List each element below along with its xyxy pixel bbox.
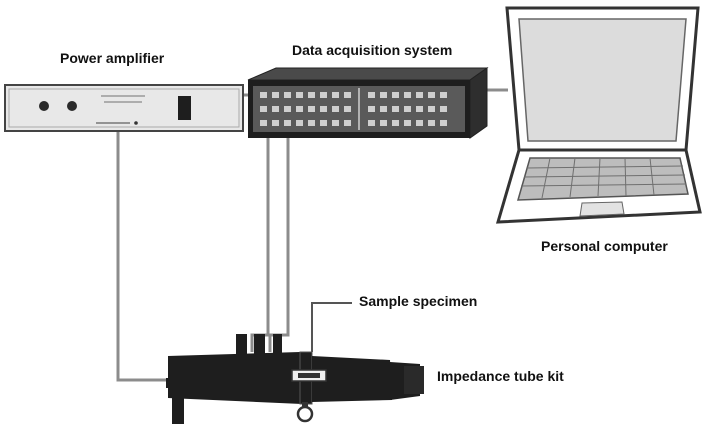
cable-amp-to-tube: [116, 132, 170, 382]
laptop-keyboard: [516, 157, 689, 201]
personal-computer-label: Personal computer: [541, 238, 668, 254]
daq-connector-panel: [260, 92, 447, 126]
data-acquisition-label: Data acquisition system: [292, 42, 453, 58]
sample-specimen-label: Sample specimen: [359, 293, 478, 309]
cable-daq-to-tube-2: [268, 136, 290, 352]
amp-knob-right-icon: [67, 101, 77, 111]
laptop-screen: [518, 18, 687, 142]
data-acquisition-device: [247, 67, 489, 139]
tube-adjuster-knob-icon: [296, 405, 314, 423]
amp-power-switch: [178, 96, 191, 120]
laptop-touchpad: [579, 201, 625, 217]
power-amplifier: [4, 84, 244, 132]
laptop-computer: [495, 6, 702, 224]
leader-sample-specimen: [311, 302, 352, 352]
amp-knob-left-icon: [39, 101, 49, 111]
power-amplifier-label: Power amplifier: [60, 50, 165, 66]
cable-daq-to-tube-1: [250, 136, 270, 352]
impedance-tube-kit: [166, 334, 424, 424]
impedance-tube-label: Impedance tube kit: [437, 368, 564, 384]
